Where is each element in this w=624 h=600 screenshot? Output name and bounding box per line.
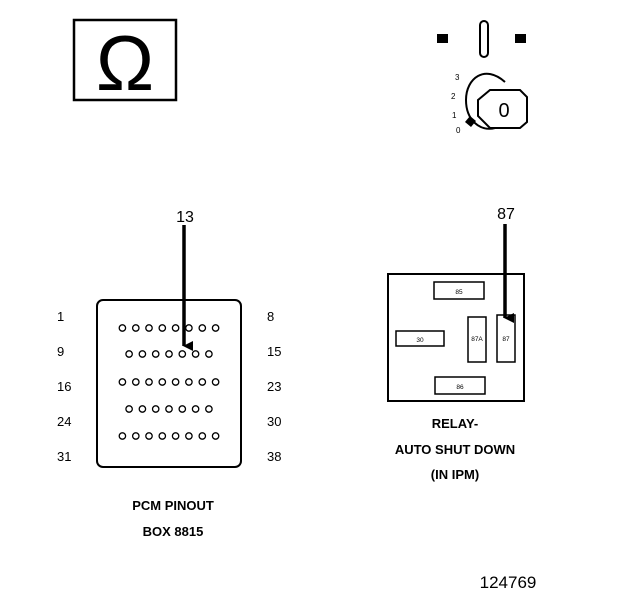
relay-caption-line2: AUTO SHUT DOWN <box>395 442 515 457</box>
relay-body <box>387 273 525 402</box>
pcm-pin <box>138 405 147 413</box>
pcm-pin <box>205 405 213 413</box>
key-barrel <box>464 72 506 130</box>
ignition-pos-2: 2 <box>451 92 456 101</box>
pcm-row-label-right-4: 30 <box>267 414 281 429</box>
ohm-frame <box>72 18 178 102</box>
key-head-icon <box>477 89 528 129</box>
ohm-icon: Ω <box>96 19 154 107</box>
pcm-pin <box>178 350 187 358</box>
pcm-pin <box>118 378 127 386</box>
relay-terminal-30-label: 30 <box>416 337 424 344</box>
pcm-pin <box>151 350 160 358</box>
ignition-pos-1: 1 <box>452 111 457 120</box>
pcm-pin <box>131 432 140 440</box>
relay-terminal-86 <box>434 376 486 395</box>
figure-number: 124769 <box>480 573 537 592</box>
relay-terminal-85 <box>433 281 485 300</box>
pcm-row-label-left-5: 31 <box>57 449 71 464</box>
relay-caption-line1: RELAY- <box>432 416 478 431</box>
pcm-pin <box>198 432 207 440</box>
pcm-pin <box>158 378 167 386</box>
pcm-pin-grid <box>118 324 220 440</box>
pcm-pin <box>165 405 173 413</box>
ignition-pos-0: 0 <box>456 126 461 135</box>
pcm-connector-body <box>96 299 242 468</box>
relay-terminal-87a-label: 87A <box>471 336 483 343</box>
relay-terminal-87-label: 87 <box>502 336 510 343</box>
pcm-row-label-left-2: 9 <box>57 344 64 359</box>
pcm-caption-line1: PCM PINOUT <box>132 498 214 513</box>
pcm-row-label-right-2: 15 <box>267 344 281 359</box>
ohmmeter-symbol: Ω <box>72 18 178 107</box>
pcm-pin <box>151 405 160 413</box>
pcm-row-label-right-1: 8 <box>267 309 274 324</box>
relay-terminal-86-label: 86 <box>456 384 464 391</box>
pcm-pin <box>118 432 127 440</box>
pcm-row-label-left-1: 1 <box>57 309 64 324</box>
relay-diagram: 87 85 30 87A 87 86 RELAY- AUTO SHUT DOWN… <box>387 206 525 482</box>
pcm-pin <box>125 350 133 358</box>
pcm-pin <box>138 350 147 358</box>
relay-terminal-30 <box>395 330 445 347</box>
pcm-pin <box>158 324 167 332</box>
pcm-pin <box>171 378 180 386</box>
pcm-pin <box>185 324 193 332</box>
ignition-switch-icon: 3 2 1 0 0 <box>437 20 528 135</box>
switch-right-contact <box>515 34 526 43</box>
pcm-pin <box>198 324 207 332</box>
pcm-pin <box>205 350 213 358</box>
pcm-connector: 13 1 9 16 24 31 8 15 23 30 38 PCM PINOUT… <box>57 209 281 539</box>
relay-terminal-85-label: 85 <box>455 289 463 296</box>
pcm-row-label-right-5: 38 <box>267 449 281 464</box>
ignition-pos-3: 3 <box>455 73 460 82</box>
pcm-pointer-label: 13 <box>176 209 194 226</box>
pcm-pin <box>145 432 153 440</box>
pcm-pin <box>171 324 180 332</box>
pcm-pin <box>125 405 133 413</box>
switch-left-contact <box>437 34 448 43</box>
pcm-pin <box>198 378 207 386</box>
relay-caption-line3: (IN IPM) <box>431 467 479 482</box>
pcm-pin <box>158 432 167 440</box>
pcm-pin <box>211 432 220 440</box>
key-position-marker <box>465 116 476 127</box>
pcm-row-label-right-3: 23 <box>267 379 281 394</box>
pcm-caption-line2: BOX 8815 <box>143 524 204 539</box>
pcm-row-label-left-4: 24 <box>57 414 71 429</box>
pcm-pin <box>131 378 140 386</box>
pcm-pin <box>118 324 127 332</box>
key-label: 0 <box>498 100 509 122</box>
pcm-pin <box>211 378 220 386</box>
pcm-pin <box>185 432 193 440</box>
relay-pointer-label: 87 <box>497 206 515 223</box>
pcm-pin <box>145 378 153 386</box>
pcm-pin <box>165 350 173 358</box>
switch-slot <box>479 20 489 58</box>
pcm-pin <box>191 405 200 413</box>
pcm-pin <box>145 324 153 332</box>
relay-terminal-87a <box>467 316 487 363</box>
pcm-pin <box>211 324 220 332</box>
pcm-pin <box>178 405 187 413</box>
pcm-pin <box>131 324 140 332</box>
pcm-pin <box>171 432 180 440</box>
pcm-pin <box>185 378 193 386</box>
pcm-row-label-left-3: 16 <box>57 379 71 394</box>
pcm-pin <box>191 350 200 358</box>
